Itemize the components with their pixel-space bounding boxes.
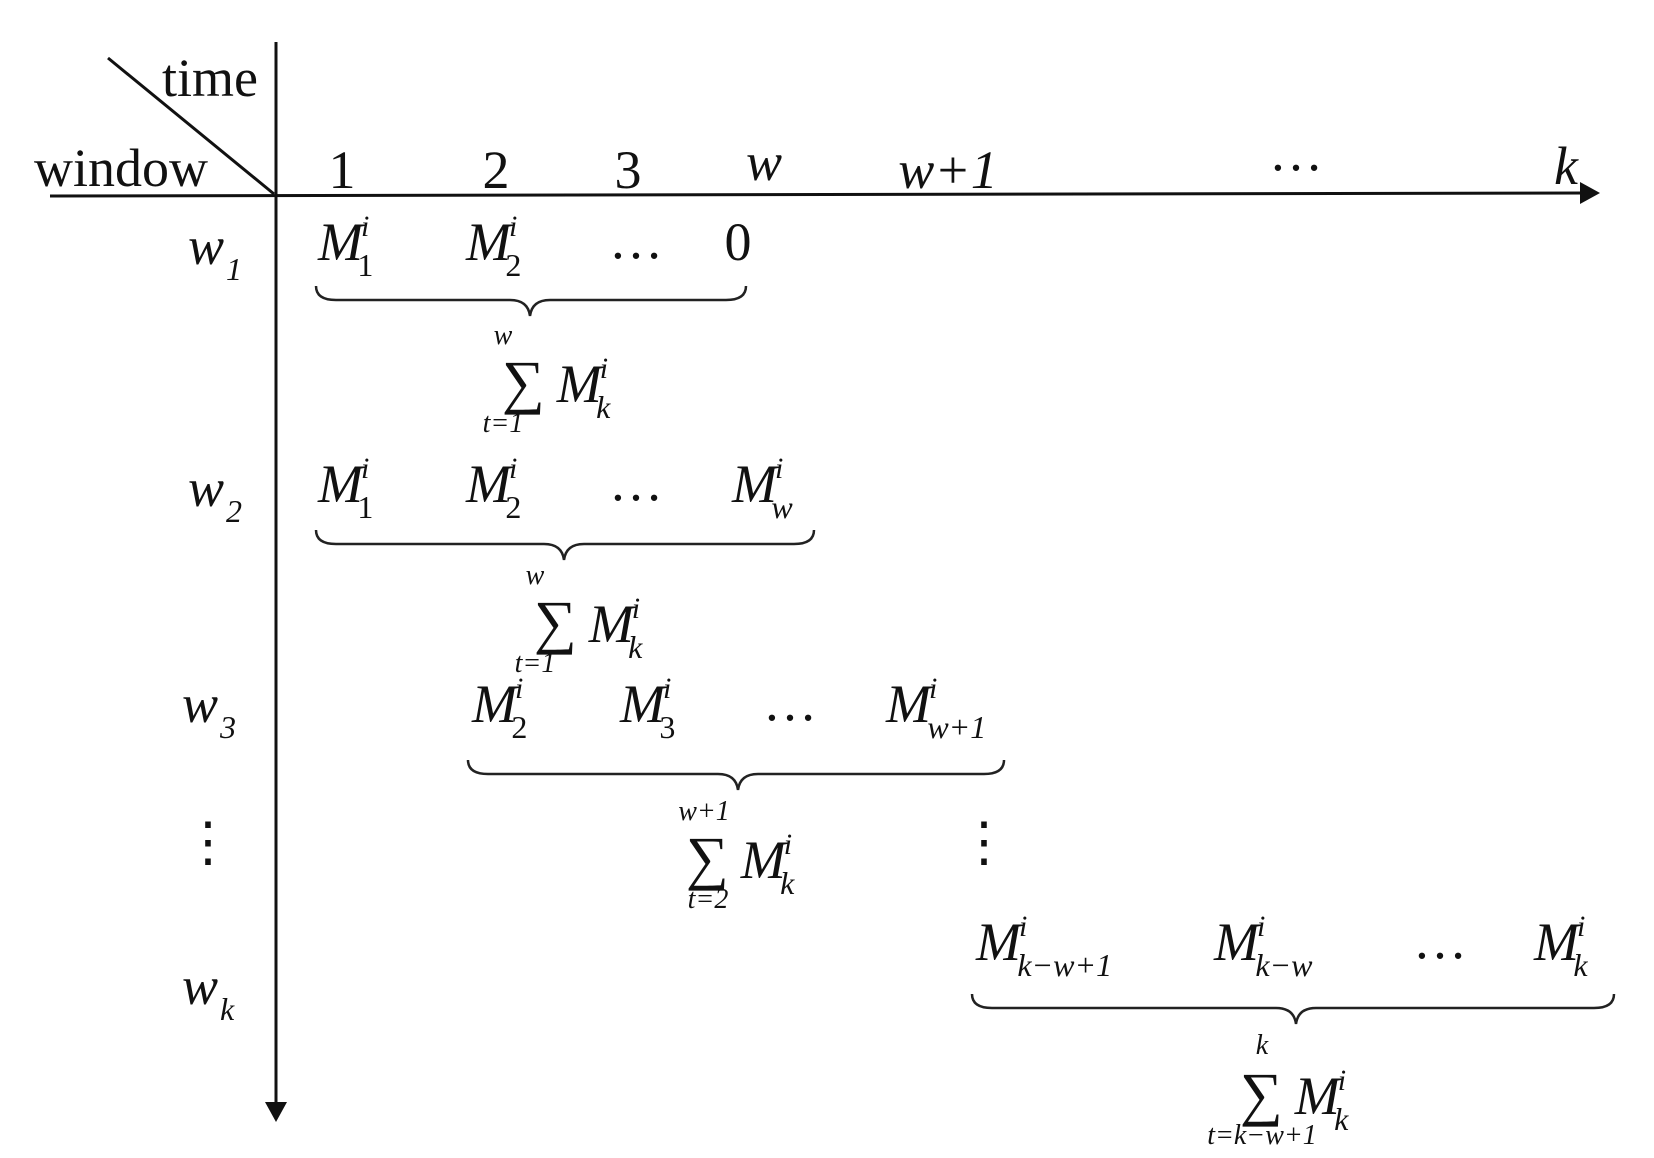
- window-label: window: [34, 138, 208, 198]
- time-axis: [49, 191, 1589, 198]
- window-label-w1: w1: [188, 216, 242, 287]
- time-tick: 2: [483, 140, 510, 200]
- sum-lower-limit: t=k−w+1: [1207, 1120, 1317, 1151]
- sum-lower-limit: t=1: [515, 648, 556, 679]
- underbrace: [970, 993, 1616, 1025]
- term-ellipsis: …: [1413, 910, 1467, 970]
- sum-lower-limit: t=2: [688, 884, 729, 915]
- window-label-w3: w3: [182, 674, 236, 745]
- underbrace: [314, 529, 816, 561]
- time-tick-ellipsis: …: [1269, 122, 1323, 182]
- time-tick: 3: [615, 140, 642, 200]
- window-axis-arrowhead: [265, 1102, 287, 1122]
- time-label: time: [162, 48, 258, 108]
- time-axis-arrowhead: [1580, 182, 1600, 204]
- vertical-ellipsis-right: ⋮: [957, 812, 1011, 872]
- underbrace: [466, 759, 1006, 791]
- header-diagonal: [107, 56, 275, 196]
- term-ellipsis: …: [763, 672, 817, 732]
- time-tick: 1: [329, 140, 356, 200]
- window-labels: w1 w2 w3 ⋮ wk: [181, 216, 242, 1027]
- sum-lower-limit: t=1: [483, 408, 524, 439]
- sum-upper-limit: w: [526, 560, 545, 591]
- sum-upper-limit: k: [1256, 1030, 1269, 1061]
- sum-upper-limit: w: [494, 320, 513, 351]
- term-ellipsis: …: [609, 452, 663, 512]
- time-tick: k: [1554, 136, 1579, 196]
- window-label-wk: wk: [182, 956, 235, 1027]
- time-tick: w: [746, 132, 782, 192]
- underbrace: [314, 285, 748, 317]
- vertical-ellipsis-left: ⋮: [181, 812, 235, 872]
- time-ticks: 1 2 3 w w+1 … k: [329, 122, 1580, 200]
- window-label-w2: w2: [188, 458, 242, 529]
- term-ellipsis: …: [609, 210, 663, 270]
- time-tick: w+1: [898, 140, 997, 200]
- term-zero: 0: [725, 212, 752, 272]
- sum-upper-limit: w+1: [678, 796, 730, 827]
